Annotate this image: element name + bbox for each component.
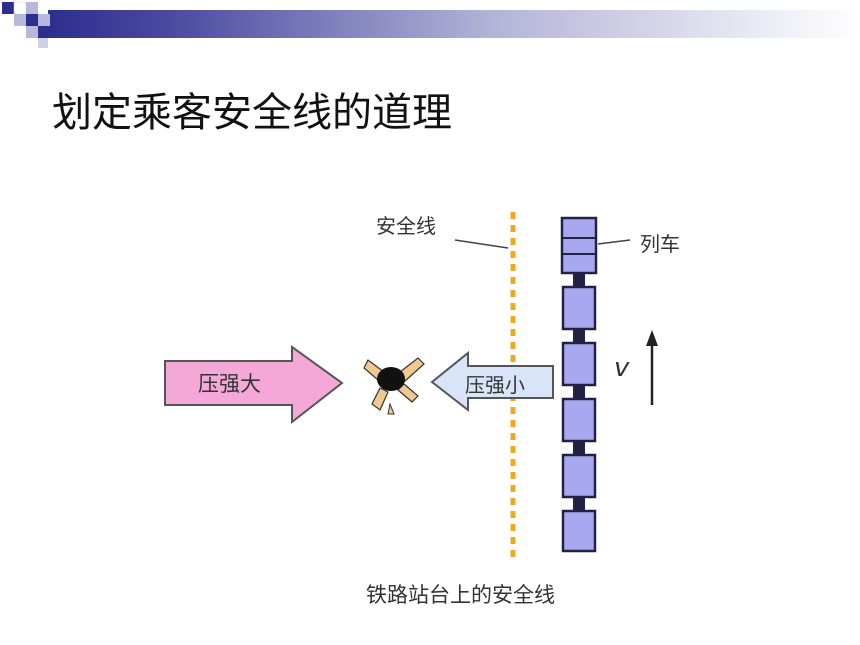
safety-line-leader [454, 239, 509, 249]
train-car [561, 453, 597, 499]
header-square [38, 26, 50, 38]
passenger-foot [387, 402, 395, 415]
header-square [38, 38, 48, 48]
header-square [26, 26, 38, 38]
train-coupler [573, 497, 585, 511]
header-square [38, 14, 50, 26]
passenger-leg [371, 387, 389, 411]
train-coupler [573, 329, 585, 343]
header-gradient-band [48, 10, 860, 38]
train-coupler [573, 273, 585, 287]
high-pressure-arrow [164, 345, 344, 425]
train-car [561, 341, 597, 387]
high-pressure-label: 压强大 [198, 372, 261, 396]
velocity-label: v [614, 353, 630, 383]
diagram-caption: 铁路站台上的安全线 [366, 583, 555, 607]
velocity-arrowhead [646, 330, 658, 346]
header-square [26, 14, 38, 26]
header-square [14, 14, 26, 26]
train-engine [560, 216, 598, 275]
low-pressure-label: 压强小 [465, 373, 525, 397]
passenger-body [377, 367, 405, 391]
passenger-figure [363, 357, 425, 415]
safety-line-label: 安全线 [376, 214, 436, 238]
low-pressure-arrow [430, 350, 554, 413]
header-square [2, 2, 14, 14]
train-car [561, 397, 597, 443]
train-coupler [573, 385, 585, 399]
train [560, 216, 598, 553]
train-car [561, 285, 597, 331]
train-coupler [573, 441, 585, 455]
train-car [561, 509, 597, 553]
slide-title: 划定乘客安全线的道理 [52, 90, 452, 136]
header-decoration [2, 1, 860, 48]
header-square [26, 2, 38, 14]
train-label: 列车 [640, 232, 680, 256]
train-leader [597, 239, 631, 245]
